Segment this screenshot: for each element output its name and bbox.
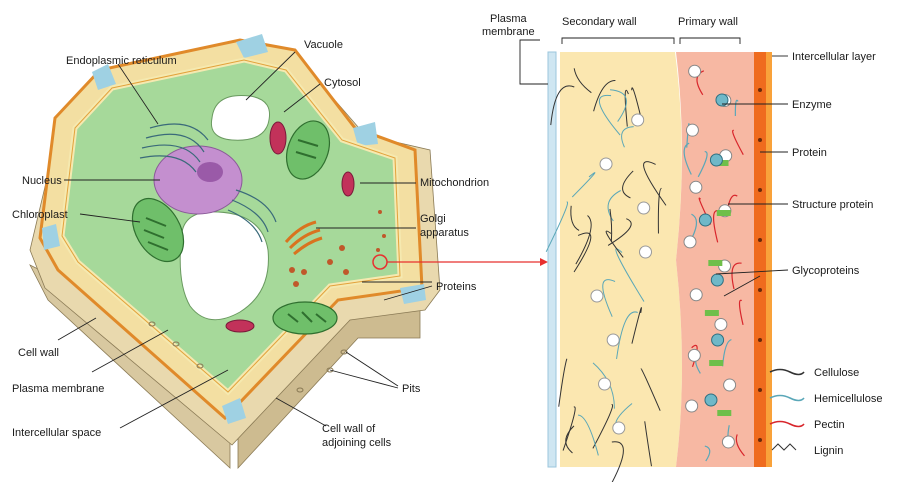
- enzyme-particle: [712, 334, 724, 346]
- legend-label: Lignin: [814, 445, 843, 457]
- enzyme-particle: [705, 394, 717, 406]
- intercellular-protein-dot: [758, 238, 762, 242]
- label-golgi-1: Golgi: [420, 213, 446, 225]
- legend-label: Pectin: [814, 419, 845, 431]
- intercellular-protein-dot: [758, 138, 762, 142]
- intercellular-layer-strip: [754, 52, 766, 467]
- mitochondrion-1: [270, 122, 286, 154]
- label-pits: Pits: [402, 383, 421, 395]
- lignin-particle: [638, 202, 650, 214]
- structure-protein-bar: [705, 310, 719, 316]
- structure-protein-bar: [708, 260, 722, 266]
- legend-swatch: [770, 422, 804, 427]
- primary-wall-bracket: [680, 38, 740, 44]
- label-nucleus: Nucleus: [22, 175, 62, 187]
- protein-particle: [724, 379, 736, 391]
- lignin-particle: [600, 158, 612, 170]
- lignin-particle: [613, 422, 625, 434]
- structure-protein-bar: [709, 360, 723, 366]
- label-endoplasmic-reticulum: Endoplasmic reticulum: [66, 55, 177, 67]
- vacuole-top: [211, 95, 269, 140]
- protein-particle: [715, 318, 727, 330]
- label-cell-wall: Cell wall: [18, 347, 59, 359]
- protein-particle: [684, 236, 696, 248]
- label-glycoproteins: Glycoproteins: [792, 265, 860, 277]
- enzyme-particle: [711, 274, 723, 286]
- intercellular-protein-dot: [758, 288, 762, 292]
- label-plasma-membrane: Plasma membrane: [12, 383, 104, 395]
- protein-particle: [689, 65, 701, 77]
- mitochondrion-3: [226, 320, 254, 332]
- legend-swatch: [770, 396, 804, 401]
- label-proteins: Proteins: [436, 281, 477, 293]
- intercellular-protein-dot: [758, 338, 762, 342]
- nucleolus: [197, 162, 223, 182]
- label-plasma-2: membrane: [482, 26, 535, 38]
- label-golgi-2: apparatus: [420, 227, 469, 239]
- structure-protein-bar: [717, 410, 731, 416]
- intercellular-protein-dot: [758, 188, 762, 192]
- chloroplast-bottom: [273, 302, 337, 334]
- intercellular-protein-dot: [758, 438, 762, 442]
- label-protein: Protein: [792, 147, 827, 159]
- label-structure-protein: Structure protein: [792, 199, 873, 211]
- lignin-particle: [632, 114, 644, 126]
- legend-label: Cellulose: [814, 367, 859, 379]
- label-cytosol: Cytosol: [324, 77, 361, 89]
- mitochondrion-2: [342, 172, 354, 196]
- label-secondary-wall: Secondary wall: [562, 16, 637, 28]
- intercellular-protein-dot: [758, 88, 762, 92]
- protein-particle: [686, 400, 698, 412]
- lignin-particle: [599, 378, 611, 390]
- label-plasma-1: Plasma: [490, 13, 528, 25]
- label-chloroplast: Chloroplast: [12, 209, 68, 221]
- enzyme-particle: [699, 214, 711, 226]
- legend-lignin-symbol: [772, 444, 796, 450]
- legend-swatch: [770, 370, 804, 375]
- legend-label: Hemicellulose: [814, 393, 882, 405]
- intercellular-protein-dot: [758, 388, 762, 392]
- protein-particle: [722, 436, 734, 448]
- enzyme-particle: [710, 154, 722, 166]
- label-vacuole: Vacuole: [304, 39, 343, 51]
- label-enzyme: Enzyme: [792, 99, 832, 111]
- lignin-particle: [591, 290, 603, 302]
- label-adjoining-1: Cell wall of: [322, 423, 376, 435]
- wall-detail: [546, 52, 772, 482]
- protein-particle: [690, 181, 702, 193]
- secondary-wall-bracket: [562, 38, 674, 44]
- lignin-particle: [607, 334, 619, 346]
- label-intercellular-layer: Intercellular layer: [792, 51, 876, 63]
- protein-particle: [686, 124, 698, 136]
- label-adjoining-2: adjoining cells: [322, 437, 392, 449]
- label-primary-wall: Primary wall: [678, 16, 738, 28]
- plant-cell: [30, 34, 440, 468]
- protein-particle: [688, 349, 700, 361]
- label-intercellular-space: Intercellular space: [12, 427, 101, 439]
- legend: CelluloseHemicellulosePectinLignin: [770, 367, 882, 457]
- label-mitochondrion: Mitochondrion: [420, 177, 489, 189]
- protein-particle: [690, 289, 702, 301]
- lignin-particle: [640, 246, 652, 258]
- structure-protein-bar: [717, 210, 731, 216]
